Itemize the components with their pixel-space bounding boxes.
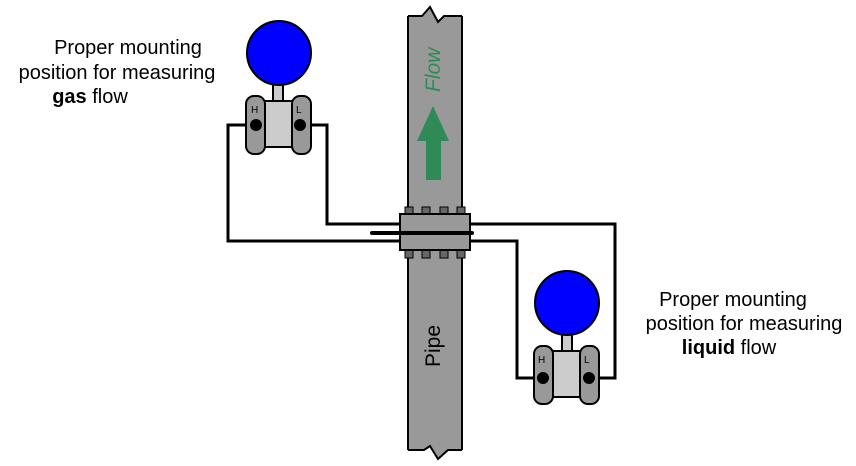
high-port-label: H xyxy=(538,355,545,366)
low-port-label: L xyxy=(584,355,590,366)
transmitter-sphere xyxy=(534,270,600,336)
impulse-lines xyxy=(226,123,617,380)
orifice-flange xyxy=(370,206,474,259)
low-port-label: L xyxy=(296,105,302,116)
flow-label: Flow xyxy=(422,46,445,92)
gas-transmitter: H L xyxy=(245,20,312,155)
liquid-transmitter: H L xyxy=(533,270,600,405)
caption-line: position for measuring xyxy=(646,313,843,335)
liquid-caption: Proper mounting position for measuring l… xyxy=(646,289,843,359)
caption-line: Proper mounting xyxy=(659,289,807,311)
flow-arrow-icon xyxy=(417,106,449,180)
caption-line: position for measuring xyxy=(19,62,216,84)
caption-line: gas flow xyxy=(52,86,128,108)
high-port-label: H xyxy=(251,105,258,116)
pipe-label: Pipe xyxy=(422,325,445,367)
gas-caption: Proper mounting position for measuring g… xyxy=(19,37,216,108)
transmitter-sphere xyxy=(246,20,312,86)
caption-line: liquid flow xyxy=(682,337,777,359)
caption-line: Proper mounting xyxy=(54,37,202,59)
